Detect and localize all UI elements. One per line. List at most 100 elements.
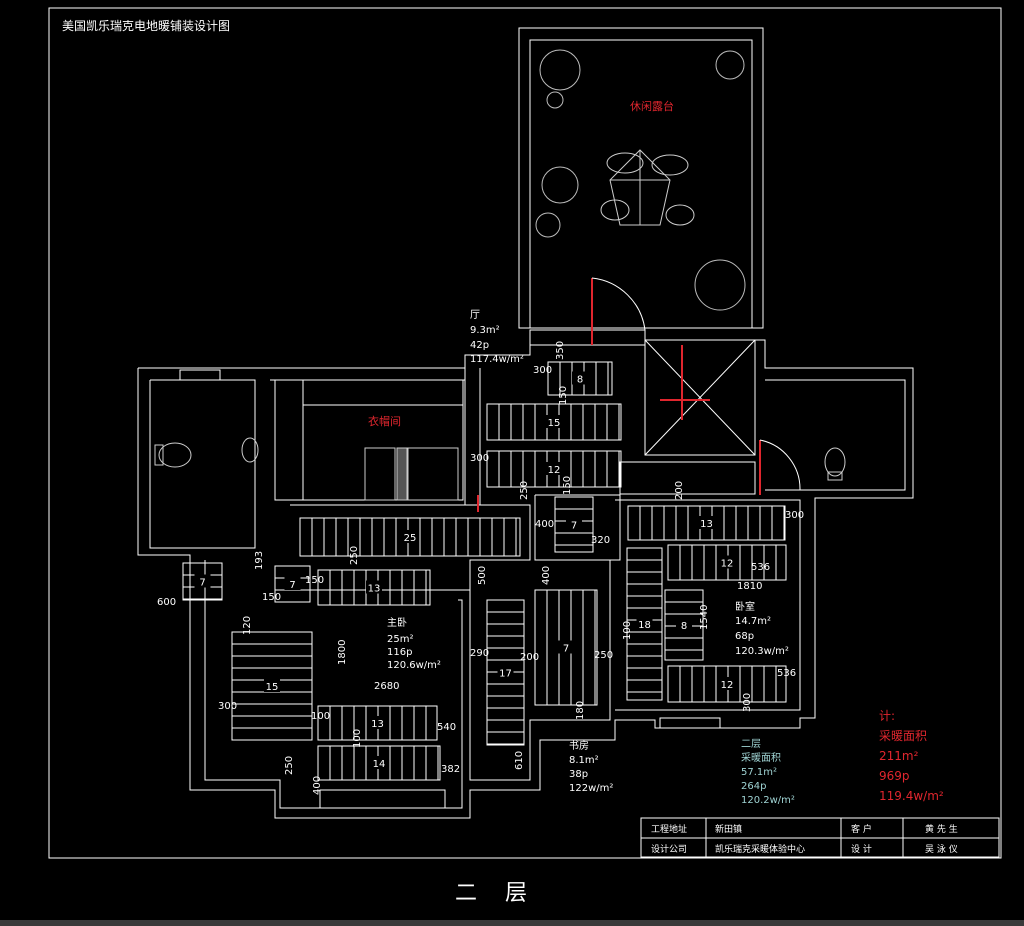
title-block: 工程地址 新田镇 客 户 黄 先 生 设计公司 凯乐瑞克采暖体验中心 设 计 吴… (640, 817, 1000, 858)
heating-panels: 8 15 12 25 7 7 13 15 13 14 17 7 7 18 13 12 8 12 (182, 361, 787, 781)
company-value: 凯乐瑞克采暖体验中心 (715, 843, 805, 855)
room-name: 卧室 (735, 600, 755, 613)
dimension-label: 250 (594, 650, 613, 661)
heating-panel: 7 (534, 589, 598, 706)
company-label: 设计公司 (651, 843, 687, 855)
dimension-label: 536 (777, 668, 796, 679)
dimension-label: 290 (470, 648, 489, 659)
room-name: 书房 (569, 739, 589, 752)
drawing-frame (48, 7, 1002, 859)
dimension-label: 382 (441, 764, 460, 775)
panel-count-label: 13 (700, 519, 713, 530)
summary-density: 120.2w/m² (741, 795, 795, 806)
dimension-label: 400 (541, 566, 552, 585)
panel-count-label: 8 (681, 621, 687, 632)
dimension-label: 100 (311, 711, 330, 722)
dimension-label: 400 (312, 776, 323, 795)
panel-count-label: 7 (571, 521, 577, 532)
dimension-label: 180 (575, 701, 586, 720)
panel-count-label: 15 (548, 418, 561, 429)
panel-count-label: 25 (404, 533, 417, 544)
dimension-label: 300 (218, 701, 237, 712)
room-count: 68p (735, 631, 754, 642)
panel-count-label: 15 (266, 682, 279, 693)
address-value: 新田镇 (715, 823, 742, 835)
dimension-label: 193 (254, 551, 265, 570)
door-markers (477, 278, 761, 512)
dimension-label: 1540 (699, 605, 710, 630)
dimension-label: 536 (751, 562, 770, 573)
total-summary: 计: 采暖面积 211m² 969p 119.4w/m² (879, 709, 944, 803)
panel-count-label: 7 (563, 644, 569, 655)
room-count: 38p (569, 769, 588, 780)
room-area: 25m² (387, 634, 413, 645)
panel-count-label: 13 (371, 719, 384, 730)
room-density: 122w/m² (569, 783, 613, 794)
room-density: 120.3w/m² (735, 646, 789, 657)
heating-panel: 12 (667, 544, 787, 581)
dimension-label: 200 (674, 481, 685, 500)
summary-area: 57.1m² (741, 767, 777, 778)
room-count: 42p (470, 340, 489, 351)
dimension-label: 540 (437, 722, 456, 733)
dimension-label: 250 (349, 546, 360, 565)
panel-count-label: 7 (289, 580, 295, 591)
room-master: 主卧 25m² 116p 120.6w/m² (387, 616, 441, 671)
heating-panel: 12 (667, 665, 787, 703)
dimension-label: 100 (622, 621, 633, 640)
client-value: 黄 先 生 (925, 823, 958, 835)
designer-label: 设 计 (851, 843, 872, 855)
heating-panel: 13 (317, 705, 438, 741)
dimension-label: 300 (470, 453, 489, 464)
drawing-title: 美国凯乐瑞克电地暖铺装设计图 (62, 19, 230, 33)
total-title: 采暖面积 (879, 729, 927, 743)
panel-count-label: 8 (577, 375, 583, 386)
closet-rack-icons (364, 447, 459, 501)
dimension-label: 320 (591, 535, 610, 546)
heating-panel: 12 (486, 450, 622, 488)
room-name: 主卧 (387, 616, 407, 629)
heating-panel: 7 (554, 496, 594, 553)
dimension-label: 150 (562, 476, 573, 495)
heating-panel: 8 (547, 361, 613, 396)
summary-count: 264p (741, 781, 766, 792)
designer-value: 吴 泳 仪 (925, 843, 958, 855)
panel-count-label: 12 (721, 559, 734, 570)
dimension-label: 120 (242, 616, 253, 635)
total-label: 计: (879, 709, 895, 723)
panel-count-label: 17 (499, 669, 512, 680)
door-swing (591, 277, 646, 331)
heating-panel: 18 (626, 547, 663, 701)
dimension-label: 100 (352, 729, 363, 748)
heating-panel: 7 (182, 562, 223, 601)
total-area: 211m² (879, 749, 919, 763)
dimension-label: 200 (520, 652, 539, 663)
dimension-label: 250 (519, 481, 530, 500)
door-swing (759, 439, 801, 491)
heating-panel: 13 (317, 569, 431, 606)
dimension-label: 600 (157, 597, 176, 608)
terrace-walls (518, 27, 764, 329)
total-density: 119.4w/m² (879, 789, 944, 803)
panel-count-label: 13 (368, 584, 381, 595)
dimension-label: 2680 (374, 681, 399, 692)
dimension-label: 1810 (737, 581, 762, 592)
room-name: 厅 (470, 310, 480, 321)
dimension-label: 300 (742, 693, 753, 712)
status-bar (0, 920, 1024, 926)
room-study: 书房 8.1m² 38p 122w/m² (569, 739, 613, 794)
dimension-label: 250 (284, 756, 295, 775)
patio-table-icon (600, 149, 695, 226)
room-area: 8.1m² (569, 755, 599, 766)
panel-count-label: 14 (373, 759, 386, 770)
heating-panel: 15 (231, 631, 313, 741)
floor-summary: 二层 采暖面积 57.1m² 264p 120.2w/m² (741, 738, 795, 806)
room-density: 120.6w/m² (387, 660, 441, 671)
heating-panel: 14 (317, 745, 441, 781)
panel-count-label: 18 (638, 620, 651, 631)
dimension-label: 300 (785, 510, 804, 521)
plant-icons (535, 49, 746, 311)
heating-panel: 15 (486, 403, 622, 441)
